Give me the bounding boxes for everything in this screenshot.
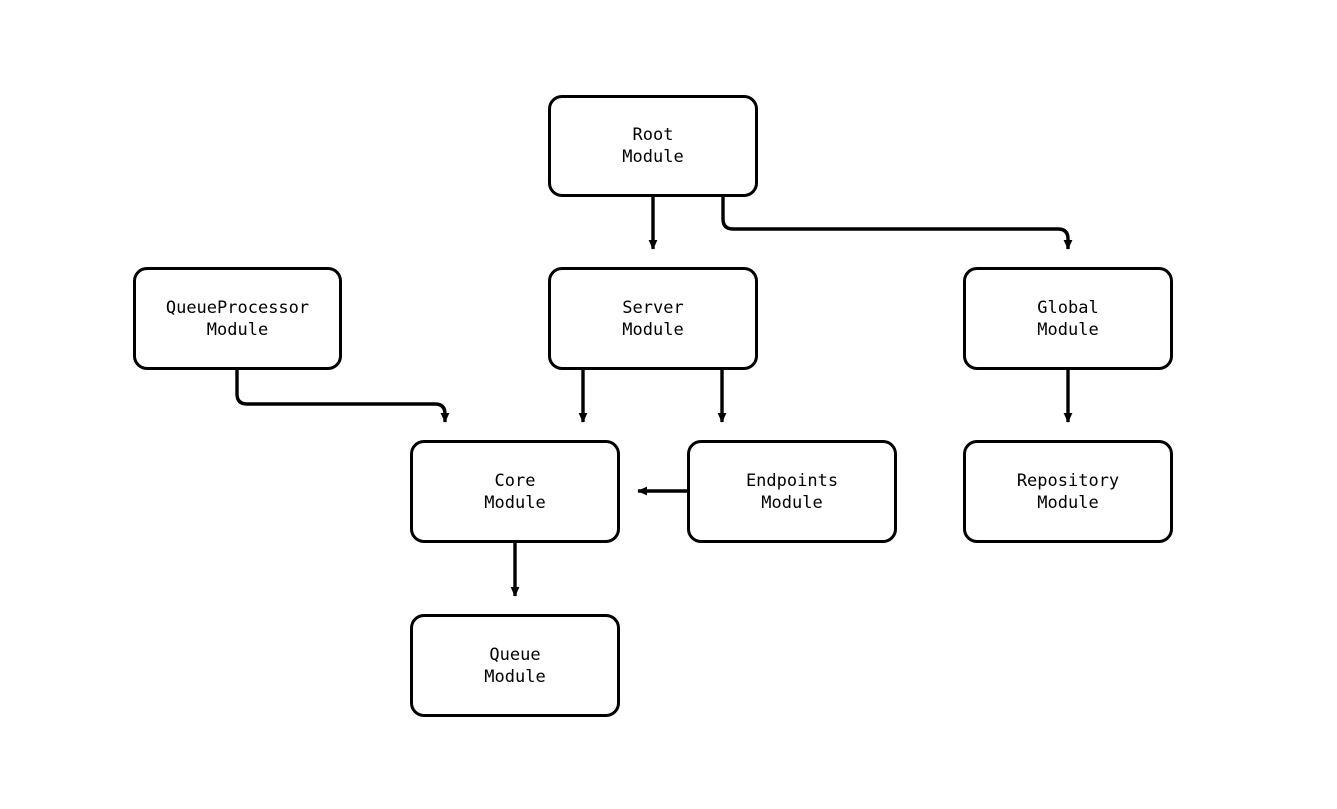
node-endpoints-module-label: Endpoints Module	[745, 470, 839, 513]
node-queueprocessor-module[interactable]: QueueProcessor Module	[133, 267, 342, 370]
edge-queueprocessor-to-core	[235, 370, 450, 423]
node-repository-module[interactable]: Repository Module	[963, 440, 1173, 543]
node-endpoints-module[interactable]: Endpoints Module	[687, 440, 897, 543]
node-core-module-label: Core Module	[484, 470, 546, 513]
node-repository-module-label: Repository Module	[1016, 470, 1120, 513]
node-root-module[interactable]: Root Module	[548, 95, 758, 197]
node-server-module[interactable]: Server Module	[548, 267, 758, 370]
edge-root-to-global	[721, 197, 1073, 250]
node-queueprocessor-module-label: QueueProcessor Module	[165, 297, 310, 340]
node-queue-module[interactable]: Queue Module	[410, 614, 620, 717]
node-server-module-label: Server Module	[622, 297, 684, 340]
node-queue-module-label: Queue Module	[484, 644, 546, 687]
node-global-module[interactable]: Global Module	[963, 267, 1173, 370]
node-core-module[interactable]: Core Module	[410, 440, 620, 543]
node-root-module-label: Root Module	[622, 125, 684, 167]
node-global-module-label: Global Module	[1037, 297, 1099, 340]
